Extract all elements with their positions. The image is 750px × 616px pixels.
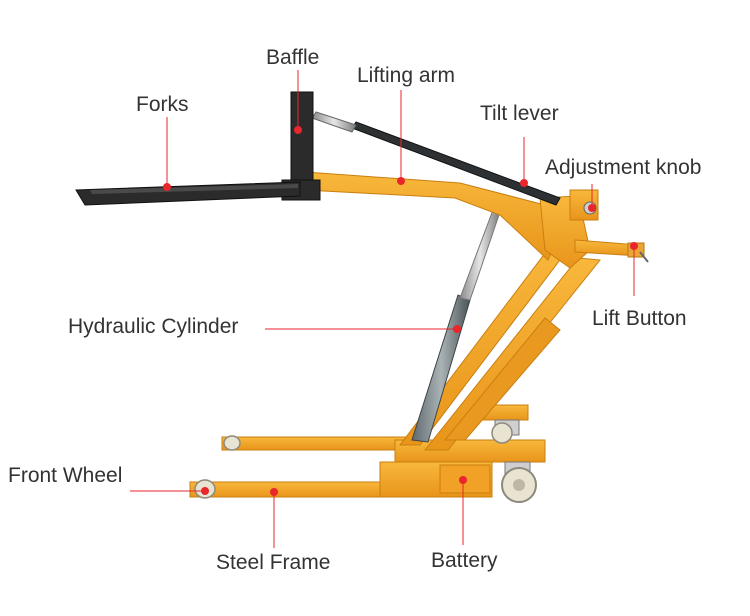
label-steel-frame: Steel Frame [216, 551, 331, 574]
label-lift-button: Lift Button [592, 307, 687, 330]
forks-pointer-dot [163, 183, 171, 191]
tilt-lever-rod [311, 111, 561, 206]
label-tilt-lever: Tilt lever [480, 102, 559, 125]
steel-frame [189, 239, 601, 498]
label-baffle: Baffle [266, 46, 320, 69]
steel-frame-pointer-dot [270, 488, 278, 496]
label-lifting-arm: Lifting arm [357, 64, 456, 87]
baffle-pointer-dot [294, 126, 302, 134]
label-forks: Forks [136, 93, 189, 116]
hydraulic-cylinder-pointer-dot [453, 325, 461, 333]
tilt-lever-pointer-dot [520, 179, 528, 187]
front-wheel-pointer-dot [201, 487, 209, 495]
label-battery: Battery [431, 549, 498, 572]
battery-pointer-dot [459, 476, 467, 484]
forks [75, 181, 301, 206]
callouts [130, 70, 638, 548]
label-front-wheel: Front Wheel [8, 464, 123, 487]
label-adjustment-knob: Adjustment knob [545, 156, 702, 179]
lifting-arm-pointer-dot [397, 177, 405, 185]
label-hydraulic-cylinder: Hydraulic Cylinder [68, 315, 239, 338]
rear-caster [491, 419, 537, 503]
lifting-arm [304, 171, 591, 269]
lift-button-pointer-dot [630, 242, 638, 250]
baffle [281, 91, 321, 201]
adjustment-knob-pointer-dot [588, 204, 596, 212]
